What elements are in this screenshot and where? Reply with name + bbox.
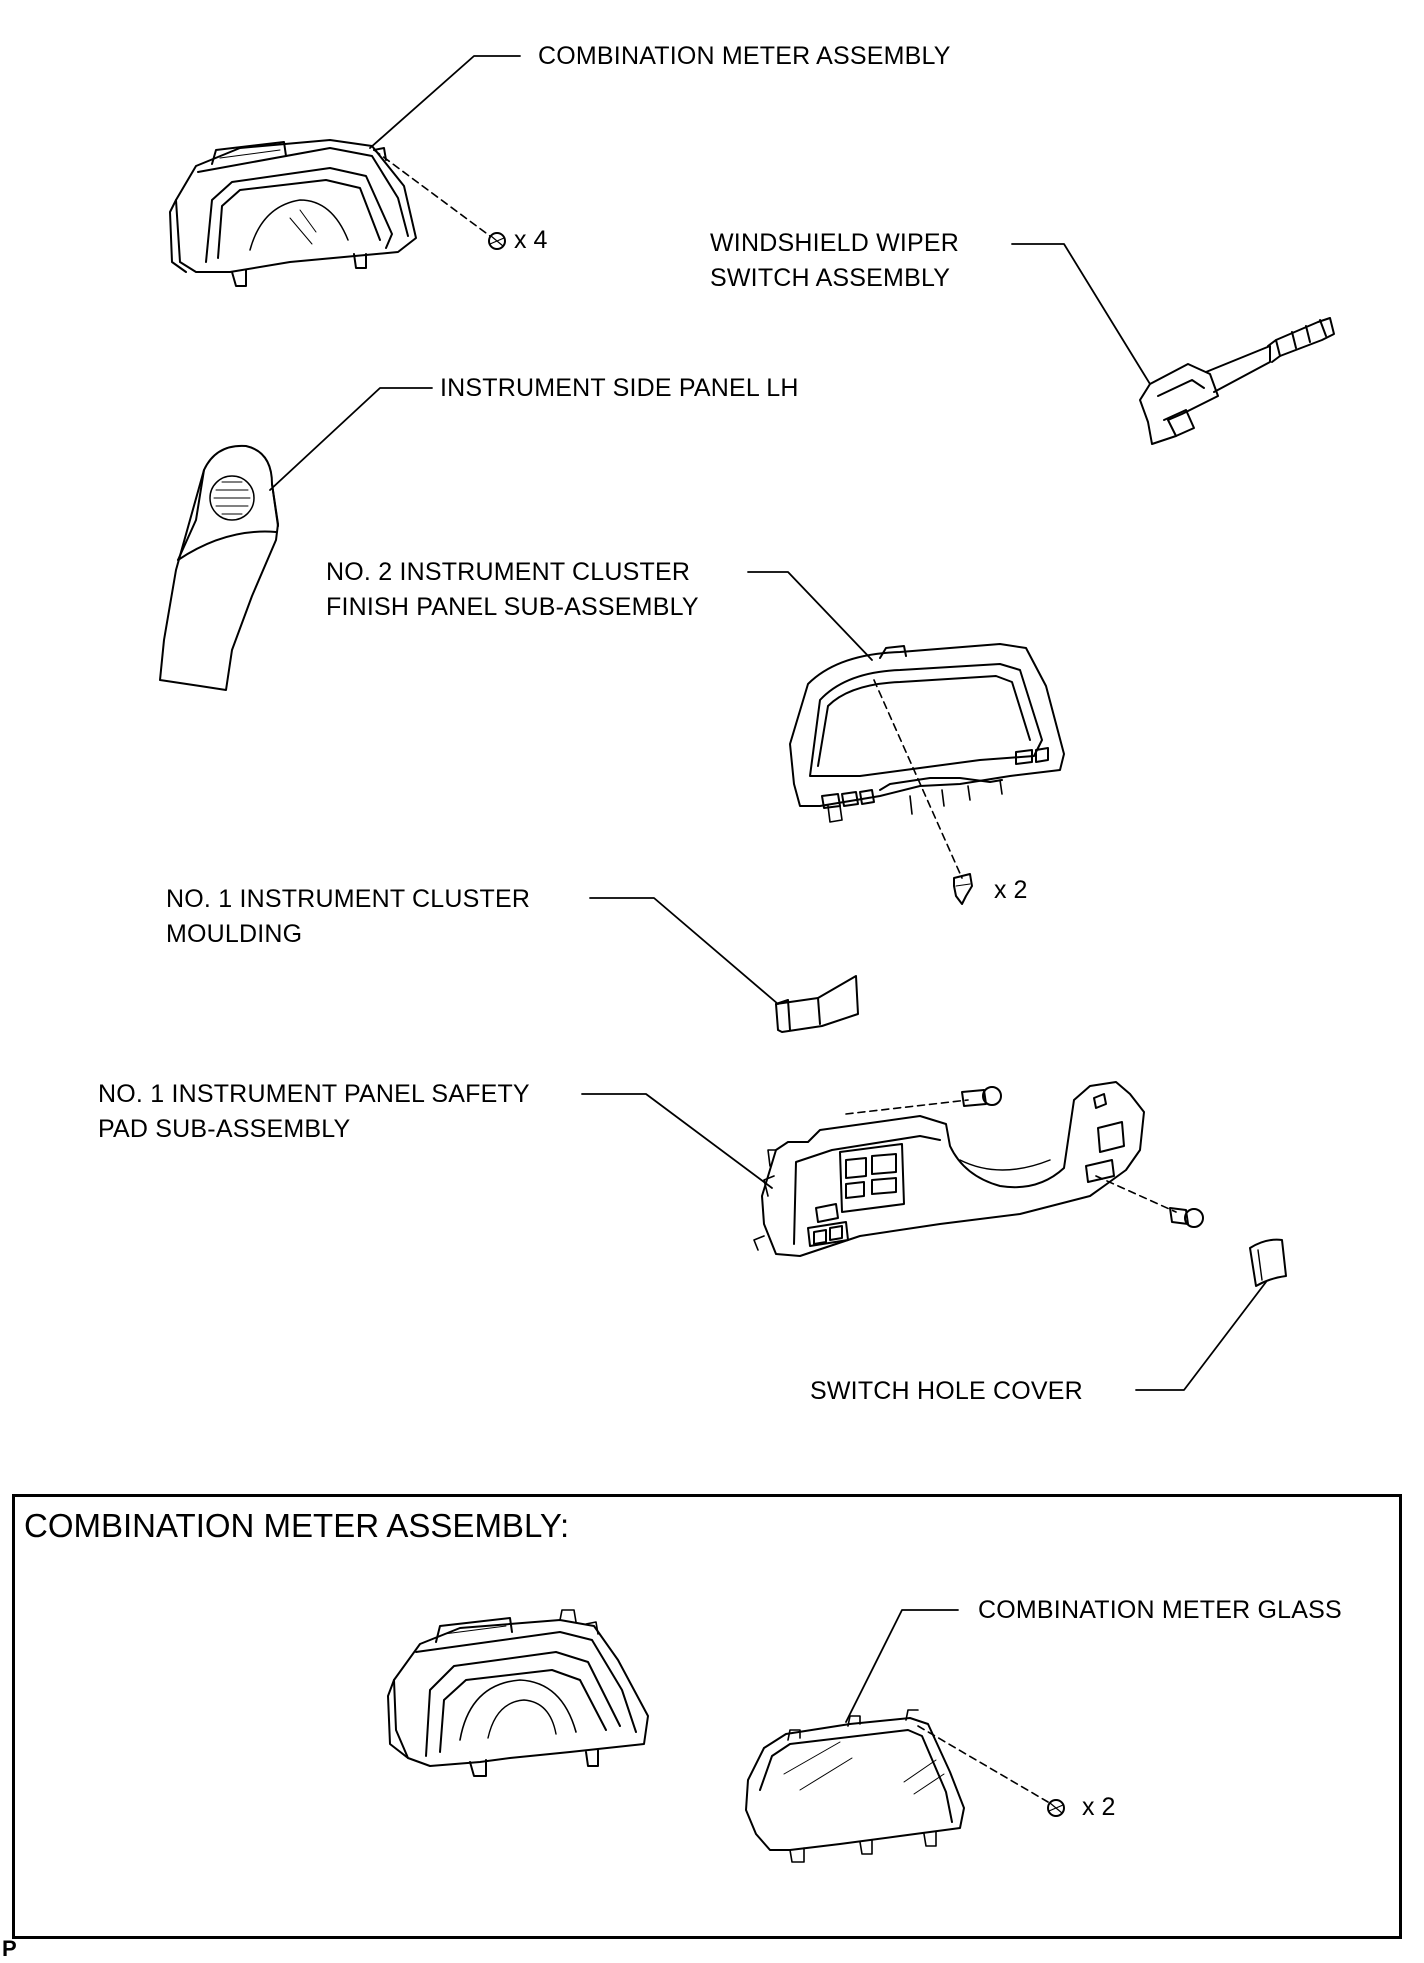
label-instrument-side-panel: INSTRUMENT SIDE PANEL LH	[440, 374, 799, 402]
glass-screw-dashed-line	[917, 1725, 1049, 1803]
windshield-wiper-leader	[1011, 243, 1151, 385]
illustration-code: P	[2, 1936, 17, 1961]
inset-title: COMBINATION METER ASSEMBLY:	[24, 1507, 570, 1544]
label-safety-pad-line1: NO. 1 INSTRUMENT PANEL SAFETY	[98, 1080, 530, 1108]
combination-meter-assembly-drawing	[169, 139, 417, 287]
windshield-wiper-switch-drawing	[1139, 317, 1335, 445]
safety-pad-drawing	[753, 1081, 1145, 1257]
cluster-clip-drawing	[953, 873, 973, 905]
no2-cluster-finish-panel-drawing	[789, 643, 1065, 823]
label-combination-meter-glass: COMBINATION METER GLASS	[978, 1596, 1342, 1624]
label-no1-moulding-line1: NO. 1 INSTRUMENT CLUSTER	[166, 885, 531, 913]
safety-pad-bolt-dashed-line-lower	[1095, 1175, 1177, 1213]
inset-meter-glass-drawing	[745, 1709, 965, 1863]
switch-hole-cover-leader	[1135, 1281, 1267, 1391]
meter-screw-drawing	[488, 232, 506, 250]
quantity-meter-screws: x 4	[514, 226, 548, 254]
safety-pad-bolt-lower-drawing	[1169, 1207, 1204, 1228]
combination-meter-glass-leader	[845, 1609, 959, 1723]
inset-meter-body-drawing	[387, 1609, 649, 1777]
label-no2-cluster-line1: NO. 2 INSTRUMENT CLUSTER	[326, 558, 691, 586]
label-combination-meter-assembly: COMBINATION METER ASSEMBLY	[538, 42, 951, 70]
instrument-side-panel-leader	[269, 387, 433, 491]
meter-screw-dashed-line	[373, 149, 491, 237]
quantity-cluster-clips: x 2	[994, 876, 1028, 904]
quantity-glass-screws: x 2	[1082, 1793, 1116, 1821]
instrument-side-panel-drawing	[159, 444, 279, 691]
combination-meter-assembly-leader	[369, 55, 521, 149]
no2-cluster-finish-panel-leader	[747, 571, 873, 661]
label-no2-cluster-line2: FINISH PANEL SUB-ASSEMBLY	[326, 593, 699, 621]
safety-pad-bolt-dashed-line-upper	[845, 1099, 969, 1115]
label-safety-pad-line2: PAD SUB-ASSEMBLY	[98, 1115, 351, 1143]
label-windshield-wiper-line2: SWITCH ASSEMBLY	[710, 264, 951, 292]
inset-detail-box	[12, 1494, 1402, 1939]
cluster-clip-dashed-line	[873, 679, 963, 879]
no1-cluster-moulding-drawing	[775, 975, 859, 1033]
label-switch-hole-cover: SWITCH HOLE COVER	[810, 1377, 1083, 1405]
no1-cluster-moulding-leader	[589, 897, 779, 1005]
glass-screw-drawing	[1047, 1799, 1065, 1817]
safety-pad-bolt-upper-drawing	[961, 1086, 1002, 1107]
label-windshield-wiper-line1: WINDSHIELD WIPER	[710, 229, 960, 257]
switch-hole-cover-drawing	[1249, 1238, 1287, 1287]
label-no1-moulding-line2: MOULDING	[166, 920, 303, 948]
safety-pad-leader	[581, 1093, 773, 1189]
